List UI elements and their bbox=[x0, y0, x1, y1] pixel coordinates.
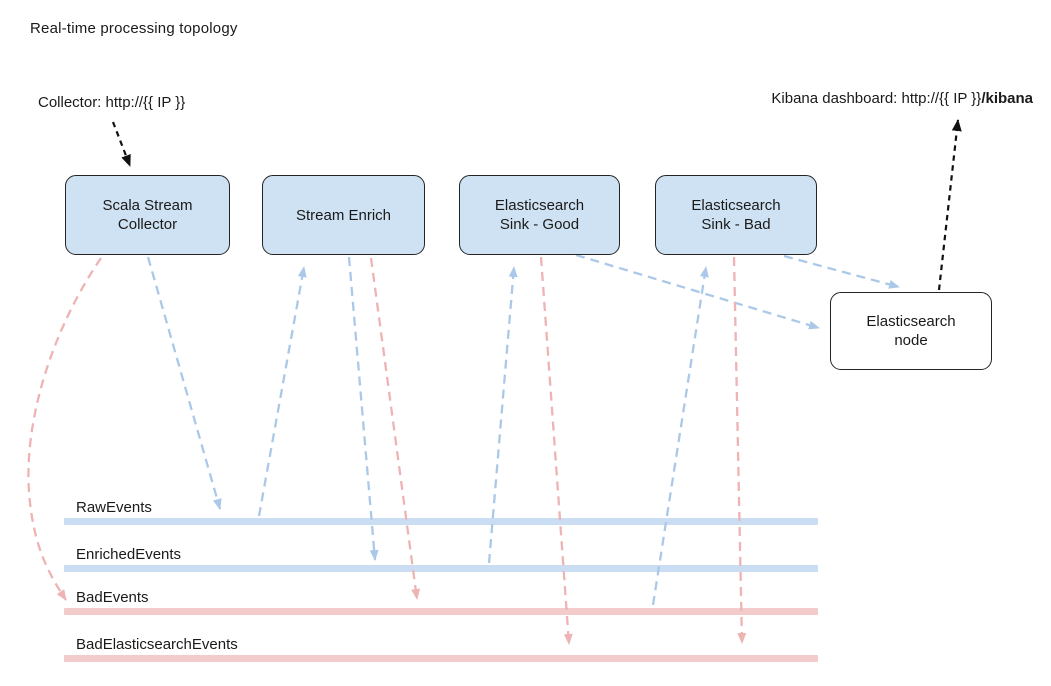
edge-sink-good-to-node bbox=[575, 253, 820, 330]
node-elasticsearch-node: Elasticsearch node bbox=[830, 292, 992, 370]
stream-label-badelasticsearchevents: BadElasticsearchEvents bbox=[76, 636, 238, 653]
node-label: Elasticsearch Sink - Good bbox=[494, 197, 585, 233]
node-label: Scala Stream Collector bbox=[102, 197, 193, 233]
edge-sink-bad-to-badelasticsearchevents bbox=[732, 256, 747, 644]
node-elasticsearch-sink-bad: Elasticsearch Sink - Bad bbox=[655, 175, 817, 255]
stream-bar-enrichedevents bbox=[64, 565, 818, 572]
stream-bar-rawevents bbox=[64, 518, 818, 525]
stream-label-rawevents: RawEvents bbox=[76, 499, 152, 516]
stream-label-enrichedevents: EnrichedEvents bbox=[76, 546, 182, 563]
edge-stream-enrich-to-badevents bbox=[369, 257, 421, 600]
diagram-title: Real-time processing topology bbox=[30, 20, 238, 37]
node-stream-enrich: Stream Enrich bbox=[262, 175, 425, 255]
edge-collector-to-badevents bbox=[27, 257, 102, 601]
edge-collector-label-to-collector bbox=[111, 121, 132, 167]
stream-bar-badevents bbox=[64, 608, 818, 615]
kibana-url-label: Kibana dashboard: http://{{ IP }}/kibana bbox=[771, 90, 1033, 107]
stream-label-badevents: BadEvents bbox=[76, 589, 149, 606]
edge-collector-to-rawevents bbox=[146, 256, 222, 510]
edge-rawevents-to-stream-enrich bbox=[257, 266, 307, 517]
collector-url-label: Collector: http://{{ IP }} bbox=[38, 94, 186, 111]
node-elasticsearch-sink-good: Elasticsearch Sink - Good bbox=[459, 175, 620, 255]
stream-bar-badelasticsearchevents bbox=[64, 655, 818, 662]
kibana-url-prefix: Kibana dashboard: http://{{ IP }} bbox=[771, 90, 982, 107]
node-label: Elasticsearch Sink - Bad bbox=[691, 197, 781, 233]
node-label: Stream Enrich bbox=[295, 206, 392, 224]
kibana-url-path: /kibana bbox=[981, 90, 1033, 107]
edge-stream-enrich-to-enrichedevents bbox=[347, 256, 379, 561]
edge-node-to-kibana-label bbox=[937, 119, 962, 291]
edge-sink-bad-to-node bbox=[783, 254, 900, 289]
edge-enrichedevents-to-sink-good bbox=[487, 266, 518, 564]
node-scala-stream-collector: Scala Stream Collector bbox=[65, 175, 230, 255]
node-label: Elasticsearch node bbox=[866, 313, 956, 349]
edge-sink-good-to-badelasticsearchevents bbox=[539, 256, 573, 645]
edge-badevents-to-sink-bad bbox=[651, 266, 709, 606]
